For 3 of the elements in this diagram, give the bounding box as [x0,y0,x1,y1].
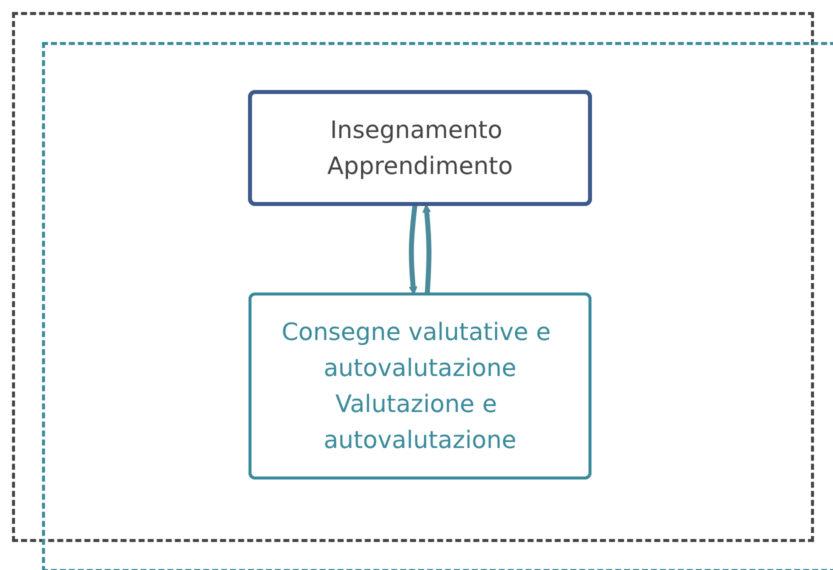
node-text: Consegne valutative e autovalutazione Valutazione e autovalutazione [282,318,551,454]
arrow [422,204,432,295]
arrow [408,204,418,295]
